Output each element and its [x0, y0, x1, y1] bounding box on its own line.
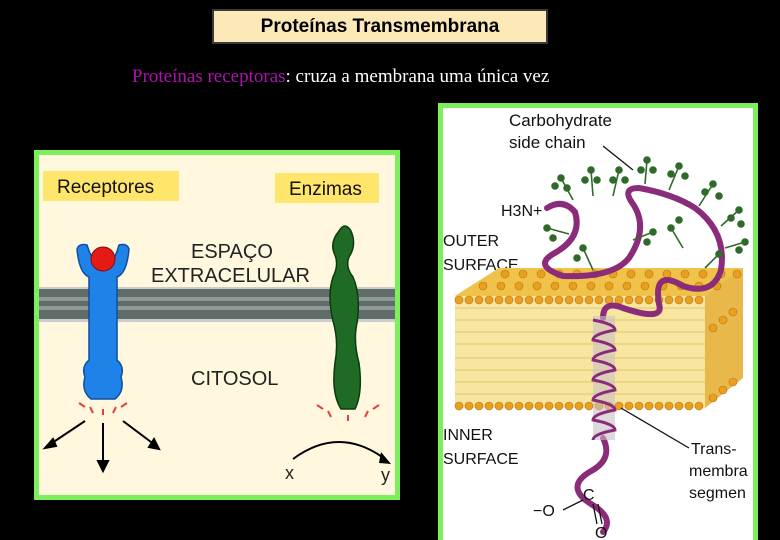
- carbohydrate-label-line2: side chain: [509, 133, 586, 152]
- inner-surface-line1: INNER: [443, 427, 493, 444]
- transmembrane-protein-svg: Carbohydrate side chain H3N+ OUTER SURFA…: [443, 111, 749, 540]
- subtitle-rest: : cruza a membrana uma única vez: [285, 66, 550, 87]
- extracelular-label: EXTRACELULAR: [151, 265, 310, 287]
- enzyme-signal-marks: [316, 404, 380, 421]
- enzyme-protein: [329, 225, 362, 410]
- receptors-enzymes-figure-inner: Receptores Enzimas ESPAÇO EXTRACELULAR C…: [39, 155, 395, 495]
- transmembrane-label-line1: Trans-: [691, 441, 737, 458]
- slide-subtitle: Proteínas receptoras: cruza a membrana u…: [132, 66, 549, 88]
- receptores-label-box: [43, 171, 179, 201]
- transmembrane-pointer: [620, 407, 690, 449]
- carbohydrate-label-line1: Carbohydrate: [509, 111, 612, 130]
- citosol-label: CITOSOL: [191, 368, 278, 390]
- subtitle-highlight: Proteínas receptoras: [132, 66, 286, 87]
- product-y-label: y: [381, 465, 390, 485]
- substrate-x-label: x: [285, 463, 294, 483]
- enzimas-label-box: [275, 173, 379, 203]
- transmembrane-helix: [591, 316, 617, 441]
- transmembrane-protein-figure-inner: Carbohydrate side chain H3N+ OUTER SURFA…: [443, 108, 753, 540]
- slide-title: Proteínas Transmembrana: [212, 9, 548, 44]
- transmembrane-label-line2: membra: [689, 463, 748, 480]
- n-terminus-label: H3N+: [501, 203, 542, 220]
- carbohydrate-pointer: [602, 145, 634, 171]
- c-terminus-carbon: C: [583, 487, 595, 504]
- receptors-enzymes-figure: Receptores Enzimas ESPAÇO EXTRACELULAR C…: [34, 150, 400, 500]
- carbohydrate-side-chains: [543, 156, 749, 271]
- transmembrane-label-line3: segmen: [689, 485, 746, 502]
- receptores-label: Receptores: [57, 177, 154, 198]
- polypeptide-chain: [542, 184, 725, 535]
- receptor-signal-marks: [78, 402, 128, 415]
- ligand-ball: [90, 246, 116, 272]
- receptors-enzymes-svg: Receptores Enzimas ESPAÇO EXTRACELULAR C…: [39, 171, 395, 485]
- lipid-bilayer: [454, 268, 743, 411]
- receptor-output-arrows: [42, 420, 161, 474]
- c-terminus-oxygen: O: [595, 525, 607, 540]
- espaco-label: ESPAÇO: [191, 241, 273, 263]
- enzyme-reaction-arrow: [292, 441, 391, 464]
- inner-surface-line2: SURFACE: [443, 451, 519, 468]
- transmembrane-protein-figure: Carbohydrate side chain H3N+ OUTER SURFA…: [438, 103, 758, 540]
- outer-surface-line1: OUTER: [443, 233, 499, 250]
- c-terminus-bonds: [562, 499, 603, 525]
- enzimas-label: Enzimas: [289, 179, 362, 200]
- c-terminus-o-minus: −O: [533, 503, 555, 520]
